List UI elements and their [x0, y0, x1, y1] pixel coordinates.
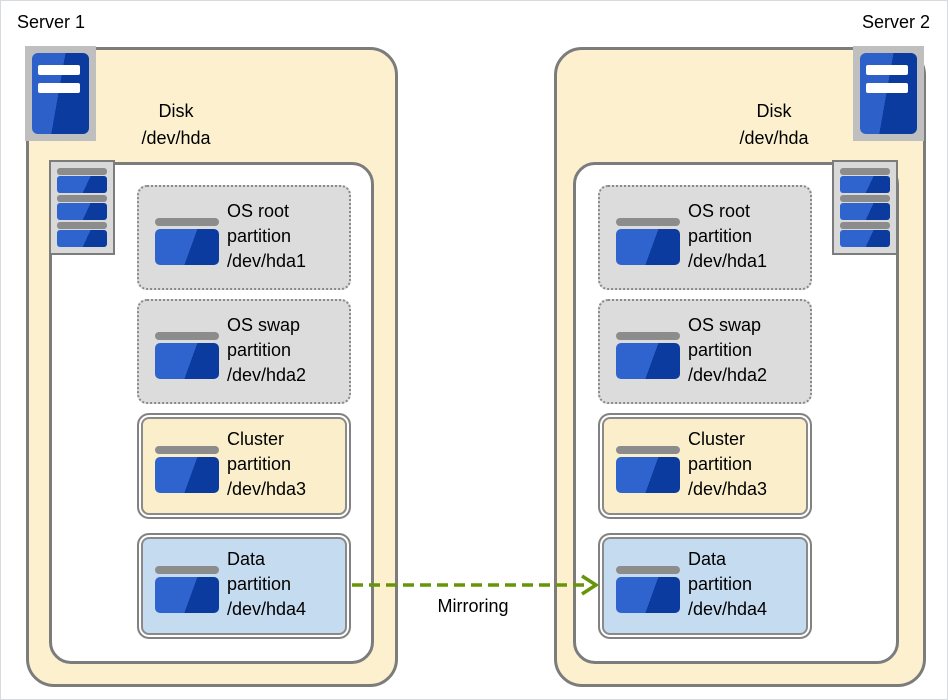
- partition-icon-cap: [155, 446, 219, 454]
- partition-label: Data partition /dev/hda4: [227, 549, 307, 619]
- tower-slot-bar: [38, 83, 80, 93]
- server-2-os-root-partition: OS root partition /dev/hda1: [598, 185, 812, 290]
- disk-platter-bar: [840, 229, 890, 247]
- server-2-cluster-partition: Cluster partition /dev/hda3: [598, 413, 812, 519]
- partition-label: OS root partition /dev/hda1: [688, 201, 768, 271]
- mirroring-label: Mirroring: [437, 596, 509, 616]
- partition-icon-cap: [155, 566, 219, 574]
- partition-icon: [616, 218, 680, 265]
- disk-stack-icon: [832, 160, 898, 255]
- tower-slot-bar: [866, 83, 908, 93]
- partition-icon-body: [616, 577, 680, 613]
- partition-label: Cluster partition /dev/hda3: [688, 429, 768, 499]
- disk-label-line1: Disk: [756, 101, 792, 121]
- server-1-cluster-partition: Cluster partition /dev/hda3: [137, 413, 351, 519]
- partition-icon-cap: [155, 332, 219, 340]
- disk-separator-bar: [57, 221, 107, 229]
- disk-stack-icon: [49, 160, 115, 255]
- server-1-disk-label: Disk /dev/hda: [76, 98, 276, 152]
- tower-slot-bar: [38, 65, 80, 75]
- partition-icon: [155, 566, 219, 613]
- server-2-os-swap-partition: OS swap partition /dev/hda2: [598, 299, 812, 404]
- partition-icon-body: [616, 457, 680, 493]
- partition-label: Cluster partition /dev/hda3: [227, 429, 307, 499]
- server-tower-icon: [853, 46, 924, 141]
- partition-icon-body: [155, 343, 219, 379]
- disk-platter-bar: [57, 176, 107, 194]
- disk-platter-bar: [57, 229, 107, 247]
- server-2-disk-label: Disk /dev/hda: [674, 98, 874, 152]
- disk-separator-bar: [840, 168, 890, 175]
- server-tower-body: [32, 53, 89, 134]
- partition-icon-cap: [616, 446, 680, 454]
- partition-icon-cap: [616, 218, 680, 226]
- partition-icon: [616, 446, 680, 493]
- server-tower-icon: [25, 46, 96, 141]
- disk-label-line2: /dev/hda: [141, 128, 211, 148]
- server-1-os-swap-partition: OS swap partition /dev/hda2: [137, 299, 351, 404]
- partition-icon: [616, 566, 680, 613]
- disk-label-line1: Disk: [158, 101, 194, 121]
- disk-separator-bar: [57, 194, 107, 202]
- partition-icon-body: [155, 229, 219, 265]
- server-1-os-root-partition: OS root partition /dev/hda1: [137, 185, 351, 290]
- disk-platter-bar: [840, 176, 890, 194]
- disk-separator-bar: [57, 168, 107, 175]
- disk-separator-bar: [840, 194, 890, 202]
- partition-icon-body: [616, 343, 680, 379]
- partition-icon-body: [616, 229, 680, 265]
- server-2-title: Server 2: [861, 12, 930, 32]
- server-tower-body: [860, 53, 917, 134]
- partition-icon: [155, 332, 219, 379]
- server-1-data-partition: Data partition /dev/hda4: [137, 533, 351, 639]
- partition-icon-body: [155, 457, 219, 493]
- server-2-data-partition: Data partition /dev/hda4: [598, 533, 812, 639]
- partition-icon: [155, 218, 219, 265]
- disk-separator-bar: [840, 221, 890, 229]
- partition-icon-cap: [155, 218, 219, 226]
- server-1-title: Server 1: [17, 12, 86, 32]
- partition-label: OS root partition /dev/hda1: [227, 201, 307, 271]
- disk-platter-bar: [840, 203, 890, 221]
- partition-label: OS swap partition /dev/hda2: [688, 315, 768, 385]
- partition-icon-cap: [616, 566, 680, 574]
- partition-icon: [616, 332, 680, 379]
- partition-icon: [155, 446, 219, 493]
- partition-label: OS swap partition /dev/hda2: [227, 315, 307, 385]
- tower-slot-bar: [866, 65, 908, 75]
- partition-icon-body: [155, 577, 219, 613]
- disk-label-line2: /dev/hda: [739, 128, 809, 148]
- disk-platter-bar: [57, 203, 107, 221]
- partition-label: Data partition /dev/hda4: [688, 549, 768, 619]
- partition-icon-cap: [616, 332, 680, 340]
